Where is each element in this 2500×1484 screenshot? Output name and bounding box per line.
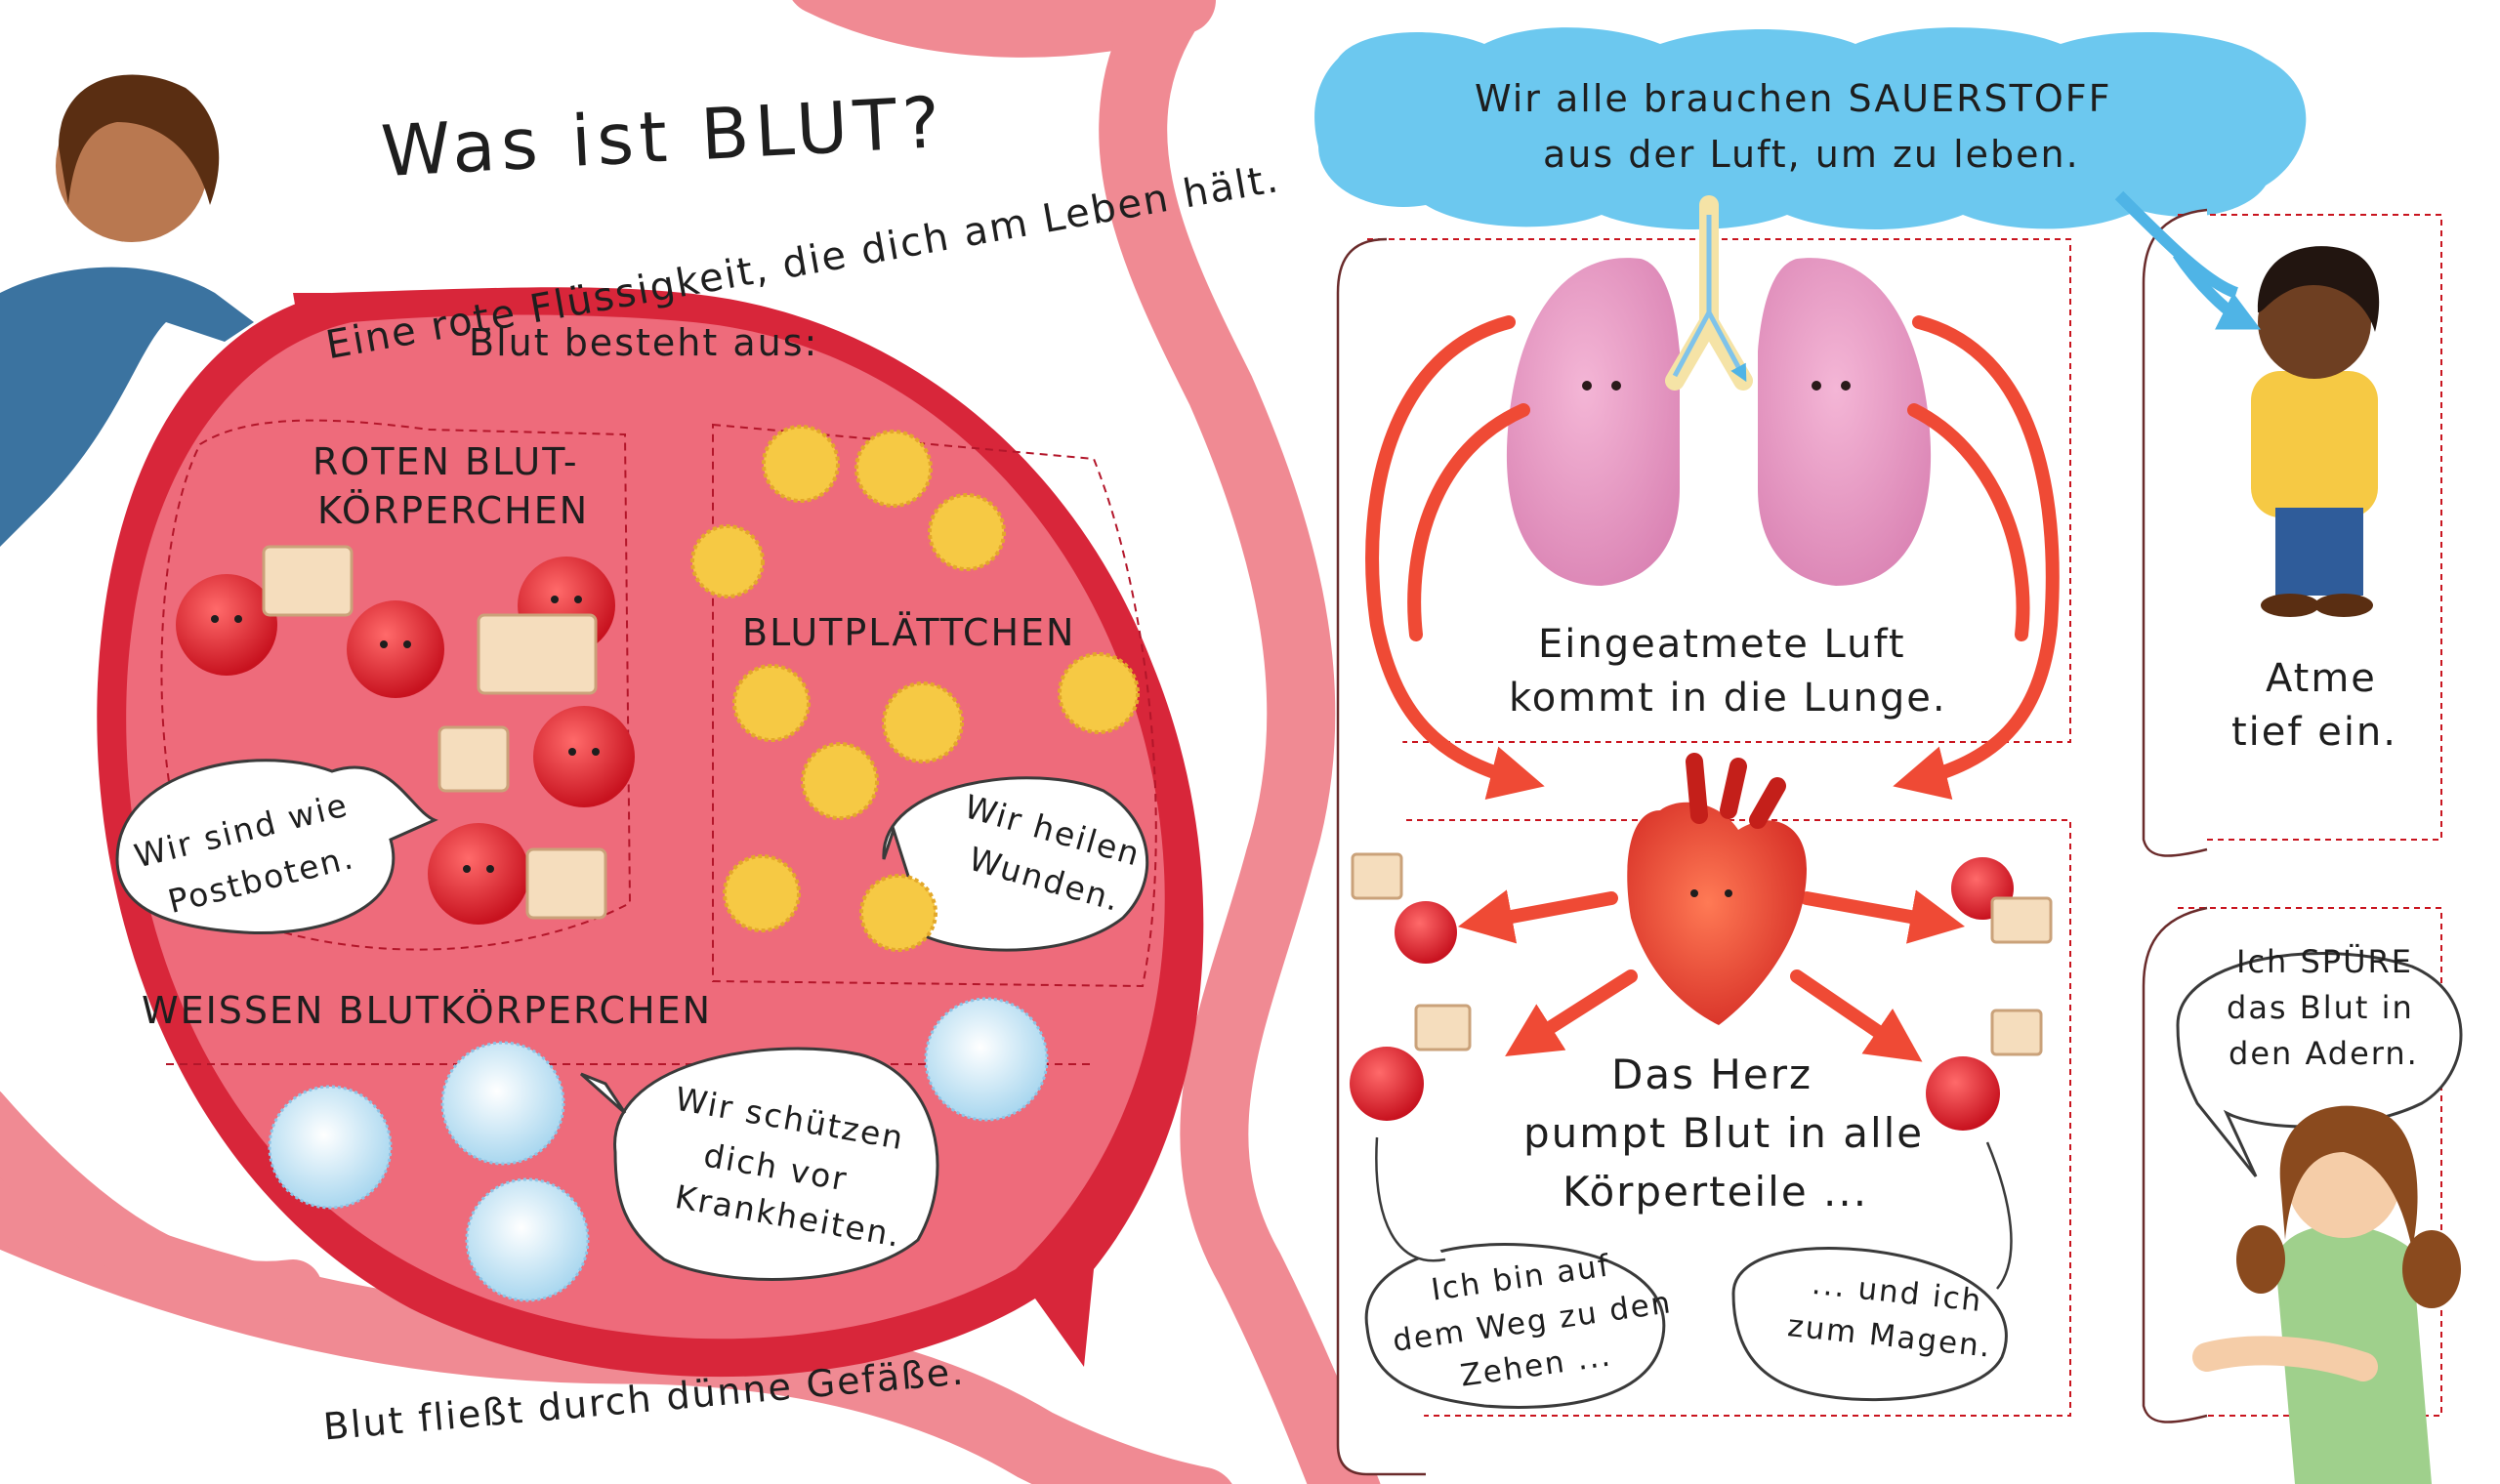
platelets-heading: BLUTPLÄTTCHEN [742,611,1076,654]
heart-caption-2: pumpt Blut in alle [1523,1109,1925,1157]
lungs [1506,195,1932,586]
boy-breathing [2114,190,2380,617]
heart-caption-1: Das Herz [1611,1051,1813,1098]
feel-text-3: den Adern. [2229,1035,2419,1072]
feel-text-1: Ich SPÜRE [2236,943,2413,980]
blood-drop-circle [97,287,1204,1378]
boy-character [0,74,254,547]
cloud-text-2: aus der Luft, um zu leben. [1543,133,2080,176]
red-blood-cells-right [1350,857,2014,1131]
parcels-right [1351,852,2053,1056]
white-cells-heading: WEISSEN BLUTKÖRPERCHEN [142,989,713,1032]
speech-bubbles-left [115,759,1149,1281]
red-cells-heading-2: KÖRPERCHEN [317,489,590,532]
consists-of-label: Blut besteht aus: [469,321,819,364]
oxygen-cloud [1314,27,2307,229]
feel-text-2: das Blut in [2227,989,2414,1026]
circulation-arrows [1365,315,2060,1062]
breathe-text-2: tief ein. [2231,710,2397,755]
lungs-caption-2: kommt in die Lunge. [1509,676,1947,721]
breathe-text-1: Atme [2266,656,2377,701]
white-blood-cells [268,997,1049,1302]
speech-bubbles-right [1364,952,2463,1409]
heart [1627,753,1807,1025]
cloud-text-1: Wir alle brauchen SAUERSTOFF [1475,77,2112,120]
heart-caption-3: Körperteile ... [1562,1168,1869,1216]
platelets [690,425,1140,952]
lungs-caption-1: Eingeatmete Luft [1538,622,1906,667]
red-cells-heading-1: ROTEN BLUT- [312,440,579,483]
red-blood-cells [176,545,635,925]
girl-character [2192,1105,2461,1484]
